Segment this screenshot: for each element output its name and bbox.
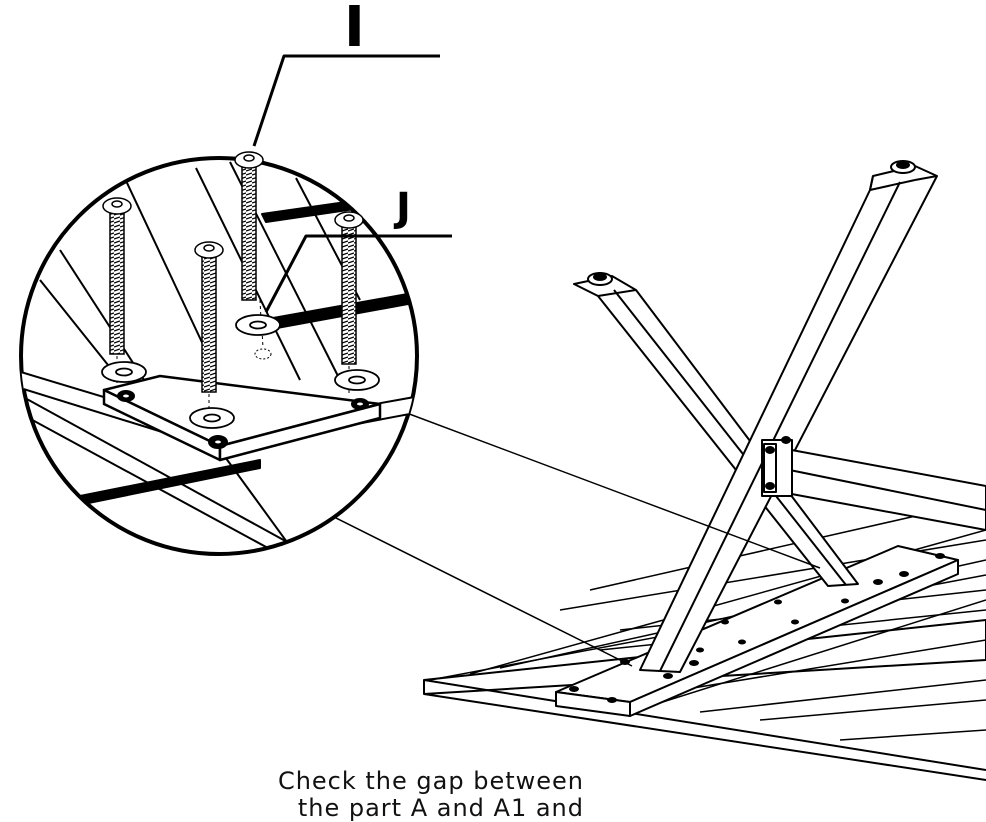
crossbeam-holes bbox=[569, 553, 945, 703]
label-leaders bbox=[254, 56, 452, 312]
washer-icon bbox=[102, 315, 379, 428]
hole-outline bbox=[255, 349, 271, 359]
table-leg-icon bbox=[574, 161, 986, 672]
part-label-j: J bbox=[396, 185, 411, 231]
detail-magnifier bbox=[14, 152, 430, 560]
instruction-caption: Check the gap between the part A and A1 … bbox=[277, 767, 584, 822]
bolt-icon bbox=[103, 152, 363, 392]
callout-leader-lines bbox=[312, 412, 820, 666]
part-label-i: I bbox=[344, 0, 365, 60]
